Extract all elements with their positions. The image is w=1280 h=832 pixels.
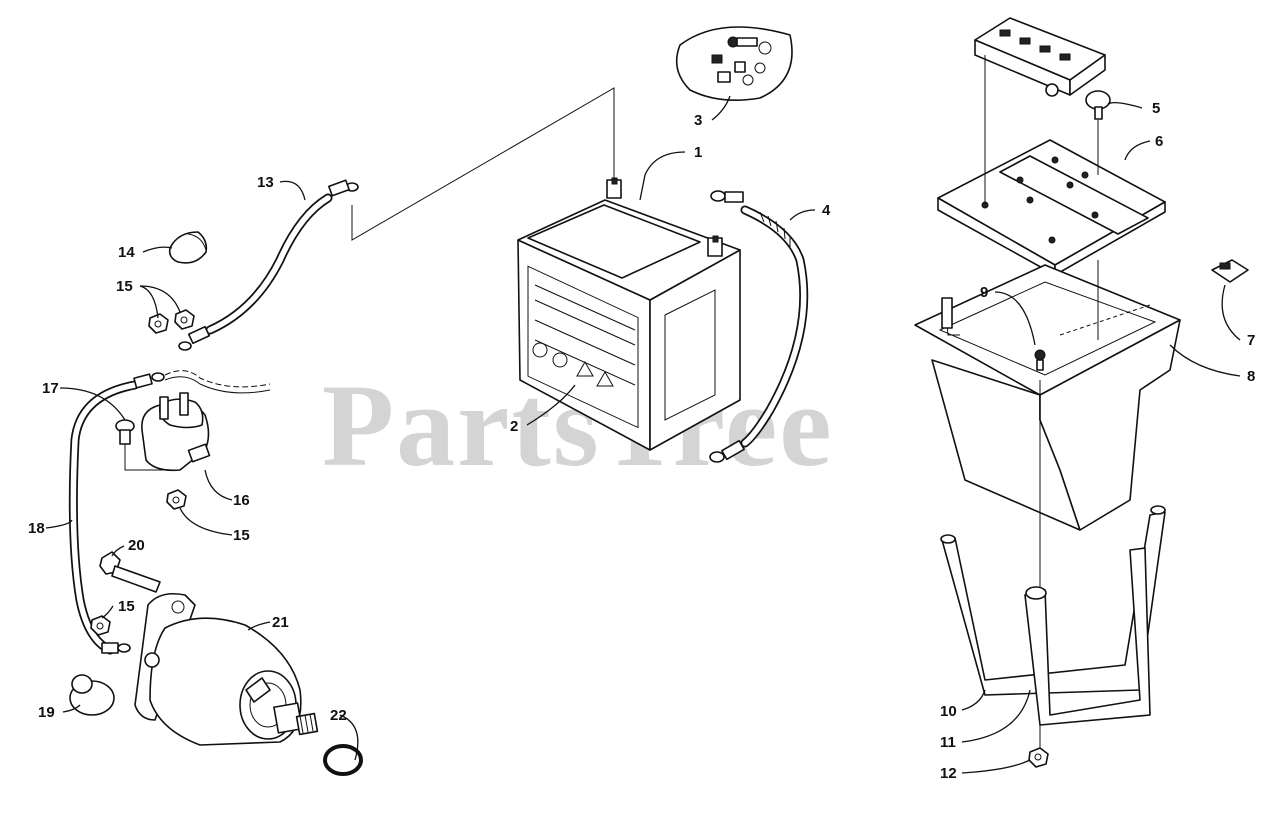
callout-3[interactable]: 3	[694, 112, 702, 129]
starter-mounting-bolt[interactable]	[99, 551, 161, 593]
callout-22[interactable]: 22	[330, 707, 347, 724]
terminal-boot[interactable]	[168, 231, 208, 264]
starter-solenoid[interactable]	[124, 392, 211, 472]
battery[interactable]	[517, 177, 741, 451]
callout-11[interactable]: 11	[940, 734, 956, 751]
battery-hold-down-plate[interactable]	[937, 139, 1166, 276]
callout-19[interactable]: 19	[38, 704, 55, 721]
nut-upper-pair[interactable]	[148, 309, 195, 334]
callout-labels: 1 2 3 4 5 6 7 8 9 10 11 12 13 14 15 15 1…	[28, 100, 1255, 782]
strap-nut[interactable]	[1028, 747, 1049, 768]
callout-16[interactable]: 16	[233, 492, 250, 509]
callout-5[interactable]: 5	[1152, 100, 1160, 117]
starter-terminal-boot[interactable]	[69, 674, 115, 716]
callout-9[interactable]: 9	[980, 284, 988, 301]
callout-12[interactable]: 12	[940, 765, 957, 782]
callout-10[interactable]: 10	[940, 703, 957, 720]
callout-15-upper[interactable]: 15	[116, 278, 133, 295]
callout-14[interactable]: 14	[118, 244, 135, 261]
callout-15-lower[interactable]: 15	[233, 527, 250, 544]
battery-box[interactable]	[914, 264, 1181, 531]
o-ring[interactable]	[323, 744, 363, 776]
leader-battery-negative	[351, 87, 615, 241]
hold-down-bolt[interactable]	[1085, 90, 1111, 175]
callout-20[interactable]: 20	[128, 537, 145, 554]
solenoid-bolt[interactable]	[115, 419, 135, 445]
starter-cable[interactable]	[68, 372, 165, 655]
fuse-relay-block[interactable]	[974, 17, 1106, 205]
callout-18[interactable]: 18	[28, 520, 45, 537]
nut-starter-terminal[interactable]	[90, 615, 111, 636]
battery-strap[interactable]	[940, 505, 1166, 696]
battery-box-clip[interactable]	[1211, 259, 1249, 283]
box-screw[interactable]	[1034, 349, 1046, 371]
callout-6[interactable]: 6	[1155, 133, 1163, 150]
callout-15-starter[interactable]: 15	[118, 598, 135, 615]
battery-cable-negative[interactable]	[178, 179, 359, 351]
nut-lower[interactable]	[166, 489, 187, 510]
wire-harness-lead	[164, 370, 271, 388]
battery-strap-inner[interactable]	[1024, 547, 1151, 726]
battery-hardware-kit[interactable]	[675, 26, 793, 102]
callout-21[interactable]: 21	[272, 614, 289, 631]
callout-17[interactable]: 17	[42, 380, 59, 397]
callout-8[interactable]: 8	[1247, 368, 1255, 385]
starter-motor[interactable]	[134, 592, 319, 746]
callout-1[interactable]: 1	[694, 144, 702, 161]
callout-13[interactable]: 13	[257, 174, 274, 191]
leader-lines	[45, 95, 1241, 774]
callout-4[interactable]: 4	[822, 202, 831, 219]
callout-7[interactable]: 7	[1247, 332, 1255, 349]
callout-2[interactable]: 2	[510, 418, 518, 435]
battery-cable-positive[interactable]	[709, 190, 809, 463]
